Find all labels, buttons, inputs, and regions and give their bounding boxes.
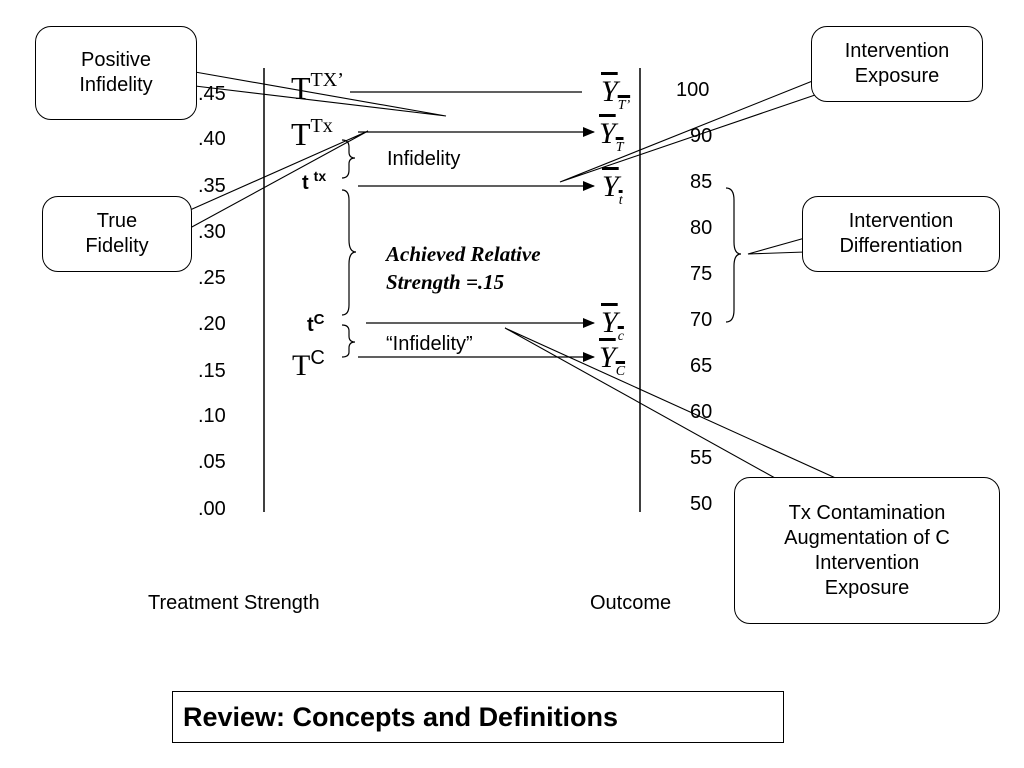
callout-tx-contamination: Tx Contamination Augmentation of C Inter… (734, 477, 1000, 624)
label-y-C: YC (599, 341, 626, 379)
tick-right-65: 65 (690, 355, 713, 377)
intervention-exposure-pointer (559, 77, 821, 183)
label-y-c: Yc (601, 306, 624, 344)
true-fidelity-pointer (189, 130, 369, 229)
slide-title: Review: Concepts and Definitions (172, 691, 784, 743)
infidelity-brace (341, 139, 356, 179)
tick-left-00: .00 (198, 498, 226, 520)
tick-right-50: 50 (690, 493, 713, 515)
quoted-infidelity-brace (341, 324, 356, 358)
callout-intervention-exposure: Intervention Exposure (811, 26, 983, 102)
positive-infidelity-pointer (194, 71, 447, 117)
tick-right-70: 70 (690, 309, 713, 331)
tick-right-90: 90 (690, 125, 713, 147)
callout-intervention-differentiation: Intervention Differentiation (802, 196, 1000, 272)
callout-positive-infidelity: Positive Infidelity (35, 26, 197, 120)
tick-left-15: .15 (198, 360, 226, 382)
differentiation-brace (725, 187, 742, 323)
tick-left-10: .10 (198, 405, 226, 427)
treatment-strength-axis-label: Treatment Strength (148, 592, 320, 614)
achieved-relative-strength-label: Achieved Relative Strength =.15 (386, 242, 541, 294)
differentiation-pointer (747, 237, 806, 255)
label-T-C: TC (292, 347, 325, 382)
tick-right-60: 60 (690, 401, 713, 423)
slide-title-text: Review: Concepts and Definitions (183, 701, 619, 732)
tick-right-85: 85 (690, 171, 713, 193)
callout-true-fidelity: True Fidelity (42, 196, 192, 272)
tick-right-80: 80 (690, 217, 713, 239)
tick-left-20: .20 (198, 313, 226, 335)
tick-left-30: .30 (198, 221, 226, 243)
infidelity-label: Infidelity (387, 148, 461, 170)
label-y-tprime: YT’ (601, 75, 631, 113)
label-y-t: Yt (602, 170, 623, 208)
label-ttx: TTx (291, 115, 333, 152)
label-ttx-prime: TTX’ (291, 69, 344, 106)
quoted-infidelity-label: “Infidelity” (386, 333, 473, 355)
contamination-pointer (504, 327, 863, 491)
label-y-T: YT (599, 117, 624, 155)
tick-right-55: 55 (690, 447, 713, 469)
tick-right-75: 75 (690, 263, 713, 285)
tick-right-100: 100 (676, 79, 710, 101)
tick-left-45: .45 (198, 83, 226, 105)
tick-left-40: .40 (198, 128, 226, 150)
tick-left-05: .05 (198, 451, 226, 473)
outcome-axis-label: Outcome (590, 592, 672, 614)
label-t-c: tC (307, 311, 325, 336)
tick-left-35: .35 (198, 175, 226, 197)
achieved-strength-brace (341, 189, 357, 316)
tick-left-25: .25 (198, 267, 226, 289)
